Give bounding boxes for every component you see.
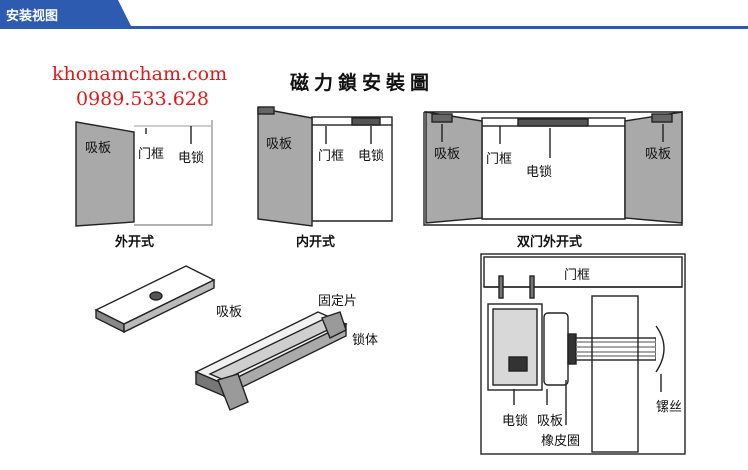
panel3-plate-right-label: 吸板 [645,147,672,162]
header-tab [0,0,132,28]
detail-cross-section [480,253,686,455]
header-title: 安装视图 [6,9,59,24]
panel-outward-door [75,120,213,227]
detail-screw-label: 镙丝 [656,400,683,415]
panel-double-door [423,111,683,226]
panel3-lock-label: 电锁 [526,165,553,180]
lock-body-part [194,311,348,411]
panel2-lock-label: 电锁 [358,149,385,164]
detail-lock-label: 电锁 [502,414,529,429]
part-bracket-label: 固定片 [318,294,358,309]
watermark-site: khonamcham.com [52,63,228,85]
detail-rubber-label: 橡皮圈 [541,434,581,449]
detail-frame-label: 门框 [564,268,591,283]
part-plate-label: 吸板 [216,305,243,320]
panel1-caption: 外开式 [115,235,155,250]
panel3-caption: 双门外开式 [517,235,583,250]
panel-inward-door [257,106,393,227]
armature-plate-part [94,265,216,334]
panel1-plate-label: 吸板 [85,141,112,156]
panel1-lock-label: 电锁 [178,151,205,166]
panel1-frame-label: 门框 [138,147,165,162]
detail-plate-label: 吸板 [537,414,564,429]
panel2-plate-label: 吸板 [266,137,293,152]
panel3-frame-label: 门框 [486,152,513,167]
watermark-phone: 0989.533.628 [76,88,209,110]
panel2-caption: 内开式 [296,235,336,250]
part-body-label: 锁体 [352,333,379,348]
panel3-plate-left-label: 吸板 [434,147,461,162]
panel2-frame-label: 门框 [318,149,345,164]
header-divider [0,26,748,29]
diagram-title: 磁力鎖安裝圖 [290,72,435,94]
